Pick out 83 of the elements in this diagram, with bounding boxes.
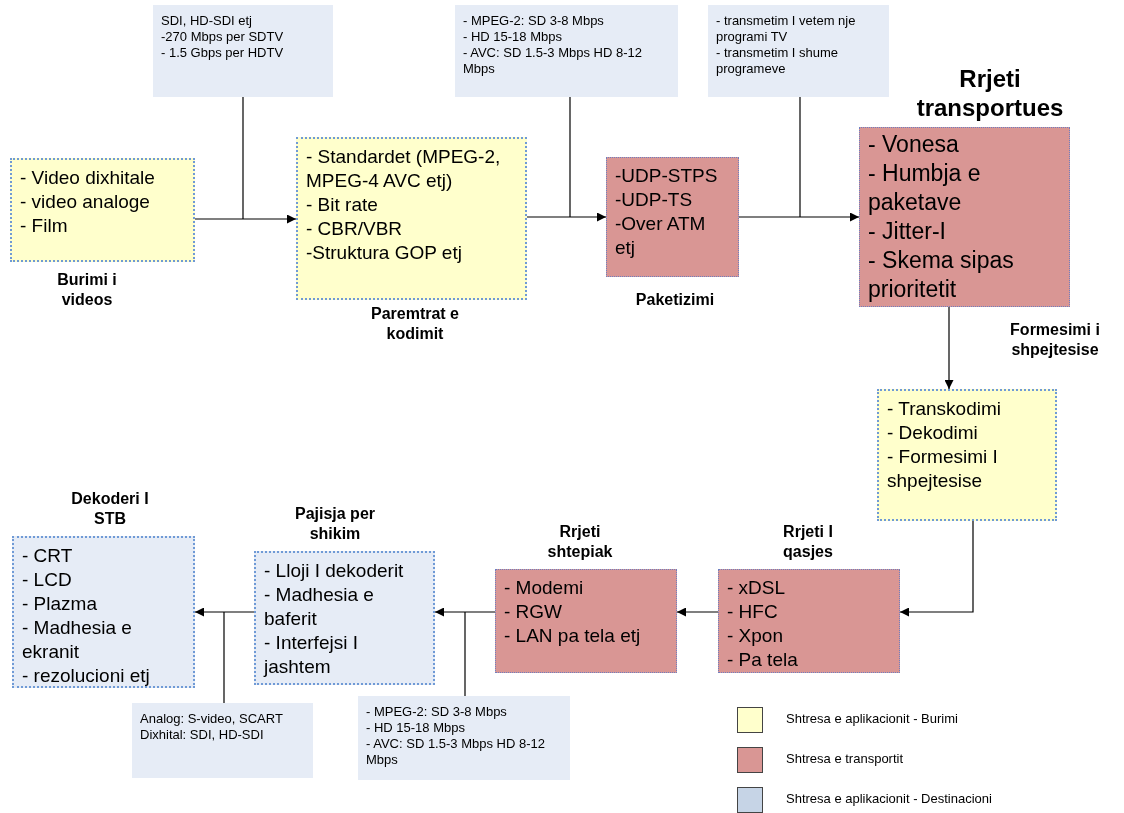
list-item: - Interfejsi I jashtem [264,631,359,679]
note-text: - HD 15-18 Mbps [366,720,466,736]
process-box [296,137,527,300]
box-caption: Rrjeti transportues [915,64,1065,122]
note-text: - AVC: SD 1.5-3 Mbps HD 8-12 Mbps [366,736,546,768]
note-box [358,696,570,780]
process-box [718,569,900,673]
list-item: - xDSL [727,576,787,600]
list-item: - Madhesia e ekranit [22,616,133,664]
process-box [877,389,1057,521]
list-item: - Jitter-I [868,217,947,246]
list-item: - video analoge [20,190,151,214]
arrow [526,212,607,222]
list-item: - LCD [22,568,73,592]
list-item: -UDP-TS [615,188,694,212]
box-caption: Paremtrat e kodimit [369,304,460,344]
list-item: - Formesimi I shpejtesise [887,445,999,493]
list-item: - Lloji I dekoderit [264,559,405,583]
arrow [434,607,496,617]
process-box [12,536,195,688]
list-item: - Skema sipas prioritetit [868,246,1015,304]
box-caption: Rrjeti I qasjes [782,522,834,562]
note-text: -270 Mbps per SDTV [161,29,285,45]
list-item: - Dekodimi [887,421,979,445]
leader-line [464,611,466,697]
list-item: - Film [20,214,69,238]
list-item: - CRT [22,544,74,568]
process-box [10,158,195,262]
process-box [606,157,739,277]
note-text: - HD 15-18 Mbps [463,29,563,45]
list-item: - Transkodimi [887,397,1003,421]
note-box [153,5,333,97]
arrow [194,607,255,617]
note-text: - AVC: SD 1.5-3 Mbps HD 8-12 Mbps [463,45,643,77]
list-item: -Struktura GOP etj [306,241,463,265]
note-box [708,5,889,97]
list-item: - Vonesa [868,130,960,159]
legend-text: Shtresa e aplikacionit - Burimi [786,711,958,727]
list-item: - Video dixhitale [20,166,156,190]
box-caption: Pajisja per shikim [293,504,376,544]
note-text: - 1.5 Gbps per HDTV [161,45,285,61]
legend-text: Shtresa e aplikacionit - Destinacioni [786,791,992,807]
note-text: SDI, HD-SDI etj [161,13,253,29]
list-item: - Madhesia e baferit [264,583,375,631]
list-item: - HFC [727,600,779,624]
note-text: - MPEG-2: SD 3-8 Mbps [463,13,605,29]
list-item: - Xpon [727,624,784,648]
note-text: - transmetim I shume programeve [716,45,840,77]
note-text: - MPEG-2: SD 3-8 Mbps [366,704,508,720]
list-item: - Pa tela [727,648,799,672]
leader-line [569,96,571,218]
process-box [859,127,1070,307]
arrow [738,212,860,222]
list-item: - Modemi [504,576,585,600]
note-text: Analog: S-video, SCART [140,711,284,727]
leader-line [242,96,244,220]
list-item: - Standardet (MPEG-2, MPEG-4 AVC etj) [306,145,502,193]
note-box [455,5,678,97]
box-caption: Burimi i videos [56,270,118,310]
leader-line [223,611,225,704]
arrow [676,607,719,617]
arrow [944,306,954,390]
leader-line [799,96,801,218]
list-item: - Bit rate [306,193,379,217]
process-box [495,569,677,673]
arrow [194,214,297,224]
list-item: - Plazma [22,592,98,616]
legend-text: Shtresa e transportit [786,751,904,767]
note-text: - transmetim I vetem nje programi TV [716,13,857,45]
note-box [132,703,313,778]
arrow [899,520,974,617]
list-item: - RGW [504,600,564,624]
list-item: -Over ATM etj [615,212,707,260]
process-box [254,551,435,685]
box-caption: Dekoderi I STB [70,489,150,529]
note-text: Dixhital: SDI, HD-SDI [140,727,265,743]
box-caption: Rrjeti shtepiak [546,522,614,562]
list-item: -UDP-STPS [615,164,719,188]
list-item: - rezolucioni etj [22,664,151,688]
list-item: - CBR/VBR [306,217,404,241]
box-caption: Paketizimi [634,290,716,310]
list-item: - Humbja e paketave [868,159,982,217]
list-item: - LAN pa tela etj [504,624,642,648]
